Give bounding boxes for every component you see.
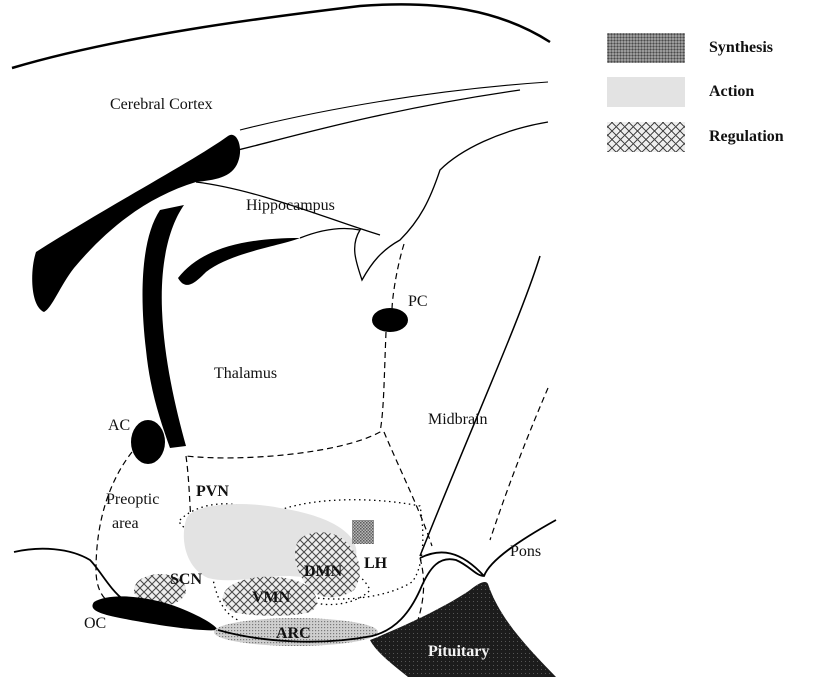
pc-label: PC [408,293,428,310]
legend-label-action: Action [709,83,754,101]
fornix-arch [178,238,300,285]
vmn-label: VMN [252,589,291,606]
ac-label: AC [108,417,130,434]
legend-label-regulation: Regulation [709,128,784,146]
cortex-label: Cerebral Cortex [110,96,213,113]
regulation-swatch [607,122,685,152]
pituitary-structure [370,582,556,677]
scn-label: SCN [170,571,202,588]
hippocampus-label: Hippocampus [246,197,335,214]
legend-label-synthesis: Synthesis [709,39,773,57]
ac-structure [131,420,165,464]
legend-item-action: Action [607,75,685,109]
pvn-label: PVN [196,483,229,500]
midbrain-label: Midbrain [428,411,488,428]
preoptic-label-line2: area [112,515,139,532]
corpus-callosum [32,135,240,312]
action-swatch [607,77,685,107]
pituitary-label: Pituitary [428,643,489,660]
lh-label: LH [364,555,388,572]
pons-label: Pons [510,543,541,560]
brain-outline-upper [240,82,548,130]
legend-item-synthesis: Synthesis [607,31,685,65]
pc-structure [372,308,408,332]
thalamus-label: Thalamus [214,365,277,382]
oc-structure [92,596,218,630]
dmn-label: DMN [304,563,343,580]
cortex-outline [12,4,550,68]
preoptic-label-line1: Preoptic [106,491,159,508]
fornix [143,205,186,448]
arc-label: ARC [276,625,311,642]
oc-label: OC [84,615,106,632]
legend-item-regulation: Regulation [607,120,685,154]
synthesis-swatch [607,33,685,63]
synthesis-area-lh [352,520,374,544]
midbrain-pons-outline [420,256,540,556]
